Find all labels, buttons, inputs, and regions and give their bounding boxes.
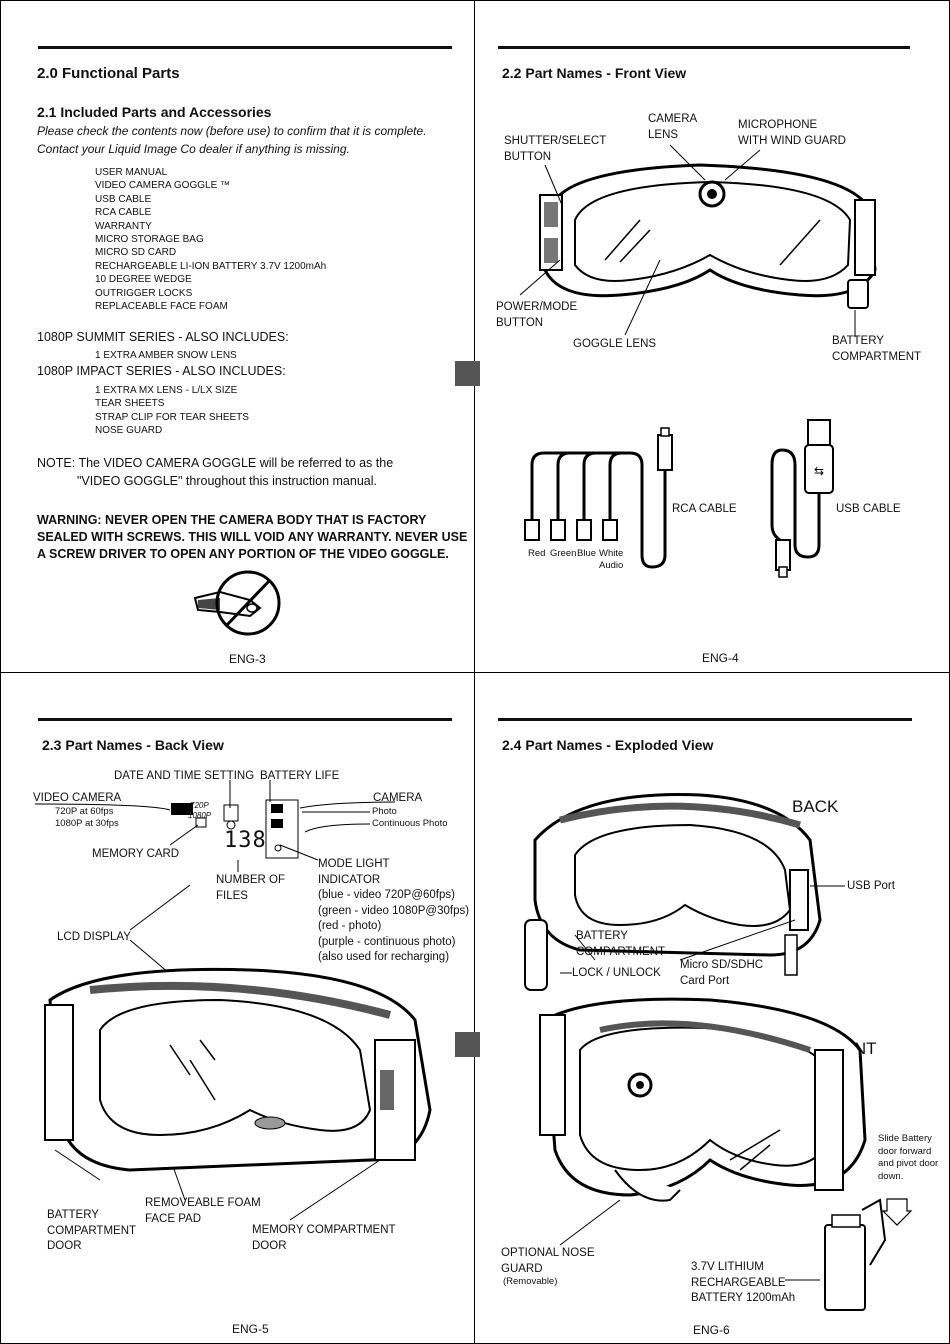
label-number-of-files: NUMBER OF FILES <box>216 874 285 902</box>
list-item: NOSE GUARD <box>95 425 163 437</box>
list-item: USER MANUAL <box>95 167 168 178</box>
page-number: ENG-3 <box>229 652 266 666</box>
rca-cable-illustration <box>524 427 673 569</box>
list-item: OUTRIGGER LOCKS <box>95 287 193 299</box>
label-rca-cable: RCA CABLE <box>672 503 737 515</box>
summit-heading: 1080P SUMMIT SERIES - ALSO INCLUDES: <box>37 330 289 344</box>
label-video-modes: 720P at 60fps 1080P at 30fps <box>55 806 119 829</box>
included-items-list: USER MANUAL VIDEO CAMERA GOGGLE ™ USB CA… <box>95 166 326 313</box>
header-rule <box>38 46 452 49</box>
label-shutter-button: SHUTTER/SELECT BUTTON <box>504 135 607 163</box>
impact-heading: 1080P IMPACT SERIES - ALSO INCLUDES: <box>37 364 286 378</box>
list-item: TEAR SHEETS <box>95 398 165 410</box>
goggle-front-illustration <box>539 163 877 309</box>
label-foam-pad: REMOVEABLE FOAM FACE PAD <box>145 1197 261 1225</box>
front-callout-lines <box>519 144 856 337</box>
label-camera-lens: CAMERA LENS <box>648 113 698 141</box>
page-number: ENG-5 <box>232 1322 269 1336</box>
lcd-res-1080: 1080P <box>188 811 212 820</box>
list-item: REPLACEABLE FACE FOAM <box>95 301 228 313</box>
rca-blue-label: Blue <box>577 548 597 559</box>
label-usb-port: USB Port <box>847 880 895 892</box>
summit-items: 1 EXTRA AMBER SNOW LENS <box>95 349 237 362</box>
list-item: MICRO SD CARD <box>95 247 177 259</box>
list-item: WARRANTY <box>95 220 152 232</box>
goggle-back-illustration <box>44 967 432 1172</box>
label-power-button: POWER/MODE BUTTON <box>496 301 578 329</box>
list-item: RCA CABLE <box>95 207 152 219</box>
label-memory-card: MEMORY CARD <box>92 848 180 860</box>
exploded-callout-lines <box>559 885 845 1281</box>
page-number: ENG-4 <box>702 651 739 665</box>
lcd-panel: 720P 1080P 138 <box>168 799 299 860</box>
battery-illustration <box>824 1198 887 1311</box>
label-lithium-battery: 3.7V LITHIUM RECHARGEABLE BATTERY 1200mA… <box>691 1261 796 1304</box>
rca-green-label: Green <box>550 548 577 559</box>
label-mode-light: MODE LIGHT INDICATOR (blue - video 720P@… <box>318 858 470 963</box>
label-removable: (Removable) <box>503 1276 558 1287</box>
page-title: 2.0 Functional Parts <box>37 65 180 82</box>
label-memory-door: MEMORY COMPARTMENT DOOR <box>252 1224 396 1252</box>
label-back: BACK <box>792 797 839 816</box>
goggle-exploded-front-illustration <box>539 997 867 1202</box>
rca-red-label: Red <box>528 548 546 559</box>
label-microsd-port: Micro SD/SDHC Card Port <box>680 959 764 987</box>
label-microphone: MICROPHONE WITH WIND GUARD <box>738 119 846 147</box>
section-heading: 2.1 Included Parts and Accessories <box>37 104 272 120</box>
header-rule <box>498 718 912 721</box>
list-item: RECHARGEABLE LI-ION BATTERY 3.7V 1200mAh <box>95 260 327 272</box>
label-photo: Photo <box>372 806 397 817</box>
list-item: 1 EXTRA MX LENS - L/LX SIZE <box>95 385 238 396</box>
header-rule <box>498 46 910 49</box>
warning-text: WARNING: NEVER OPEN THE CAMERA BODY THAT… <box>37 513 468 561</box>
page-number: ENG-6 <box>693 1323 730 1337</box>
intro-text: Please check the contents now (before us… <box>37 124 427 156</box>
lcd-res-720: 720P <box>190 801 209 810</box>
page-title: 2.3 Part Names - Back View <box>42 737 224 753</box>
slide-down-arrow-icon <box>881 1198 913 1226</box>
impact-items: 1 EXTRA MX LENS - L/LX SIZE TEAR SHEETS … <box>95 384 249 438</box>
list-item: 1 EXTRA AMBER SNOW LENS <box>95 350 237 361</box>
list-item: VIDEO CAMERA GOGGLE ™ <box>95 180 231 192</box>
no-screwdriver-icon <box>193 570 281 636</box>
label-video-camera: VIDEO CAMERA <box>33 792 122 804</box>
header-rule <box>38 718 452 721</box>
note-line-2: "VIDEO GOGGLE" throughout this instructi… <box>77 474 377 488</box>
label-battery-life: BATTERY LIFE <box>260 770 340 782</box>
label-date-time: DATE AND TIME SETTING <box>114 770 255 782</box>
label-goggle-lens: GOGGLE LENS <box>573 338 657 350</box>
label-battery-compartment: BATTERY COMPARTMENT <box>832 335 922 363</box>
page-tab-marker <box>455 361 480 386</box>
label-nose-guard: OPTIONAL NOSE GUARD <box>501 1247 595 1275</box>
list-item: MICRO STORAGE BAG <box>95 234 204 246</box>
label-slide-battery: Slide Battery door forward and pivot doo… <box>878 1133 939 1182</box>
page-title: 2.4 Part Names - Exploded View <box>502 737 714 753</box>
page-divider-horizontal <box>0 672 950 673</box>
label-lock-unlock: LOCK / UNLOCK <box>572 967 661 979</box>
svg-text:⇆: ⇆ <box>814 464 824 478</box>
rca-white-label: White Audio <box>599 548 624 571</box>
label-camera: CAMERA <box>373 792 423 804</box>
list-item: 10 DEGREE WEDGE <box>95 274 192 286</box>
label-battery-compartment: BATTERY COMPARTMENT <box>576 930 666 958</box>
note-line-1: NOTE: The VIDEO CAMERA GOGGLE will be re… <box>37 456 394 470</box>
label-continuous-photo: Continuous Photo <box>372 818 448 829</box>
usb-cable-illustration: ⇆ <box>770 419 834 578</box>
list-item: STRAP CLIP FOR TEAR SHEETS <box>95 411 249 423</box>
page-title: 2.2 Part Names - Front View <box>502 65 687 81</box>
label-usb-cable: USB CABLE <box>836 503 901 515</box>
page-tab-marker <box>455 1032 480 1057</box>
lcd-file-count: 138 <box>224 828 267 853</box>
label-battery-door: BATTERY COMPARTMENT DOOR <box>47 1209 137 1252</box>
list-item: USB CABLE <box>95 193 152 205</box>
lcd-panel-graphic <box>171 799 299 859</box>
label-lcd-display: LCD DISPLAY <box>57 931 131 943</box>
goggle-exploded-back-illustration <box>524 793 822 991</box>
